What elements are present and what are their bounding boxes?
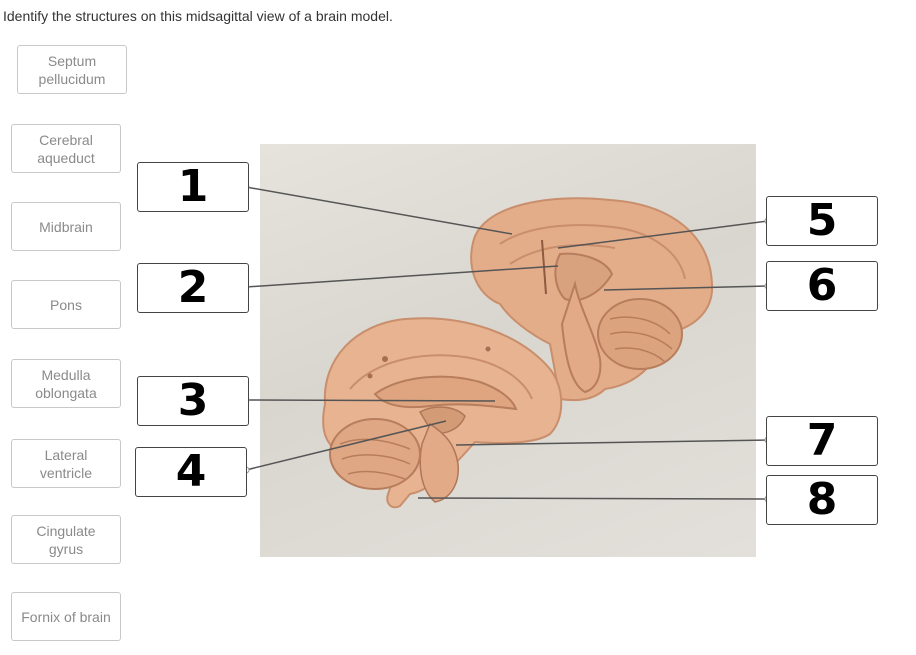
target-number: 3 (177, 375, 209, 426)
drop-target-1[interactable]: 1 (137, 162, 249, 212)
answer-chip-lateral-ventricle[interactable]: Lateral ventricle (11, 439, 121, 488)
drop-target-4[interactable]: 4 (135, 447, 247, 497)
target-number: 8 (806, 474, 838, 525)
drop-target-6[interactable]: 6 (766, 261, 878, 311)
target-number: 2 (177, 262, 209, 313)
brain-model-photo (260, 144, 756, 557)
drop-target-5[interactable]: 5 (766, 196, 878, 246)
drop-target-8[interactable]: 8 (766, 475, 878, 525)
drop-target-7[interactable]: 7 (766, 416, 878, 466)
answer-chip-cingulate-gyrus[interactable]: Cingulate gyrus (11, 515, 121, 564)
answer-chip-medulla-oblongata[interactable]: Medulla oblongata (11, 359, 121, 408)
target-number: 4 (175, 446, 207, 497)
answer-chip-septum-pellucidum[interactable]: Septum pellucidum (17, 45, 127, 94)
answer-chip-cerebral-aqueduct[interactable]: Cerebral aqueduct (11, 124, 121, 173)
drop-target-3[interactable]: 3 (137, 376, 249, 426)
drop-target-2[interactable]: 2 (137, 263, 249, 313)
target-number: 6 (806, 260, 838, 311)
answer-chip-midbrain[interactable]: Midbrain (11, 202, 121, 251)
target-number: 5 (806, 195, 838, 246)
question-text: Identify the structures on this midsagit… (3, 8, 393, 24)
answer-chip-fornix-of-brain[interactable]: Fornix of brain (11, 592, 121, 641)
target-number: 1 (177, 161, 209, 212)
answer-chip-pons[interactable]: Pons (11, 280, 121, 329)
target-number: 7 (806, 415, 838, 466)
